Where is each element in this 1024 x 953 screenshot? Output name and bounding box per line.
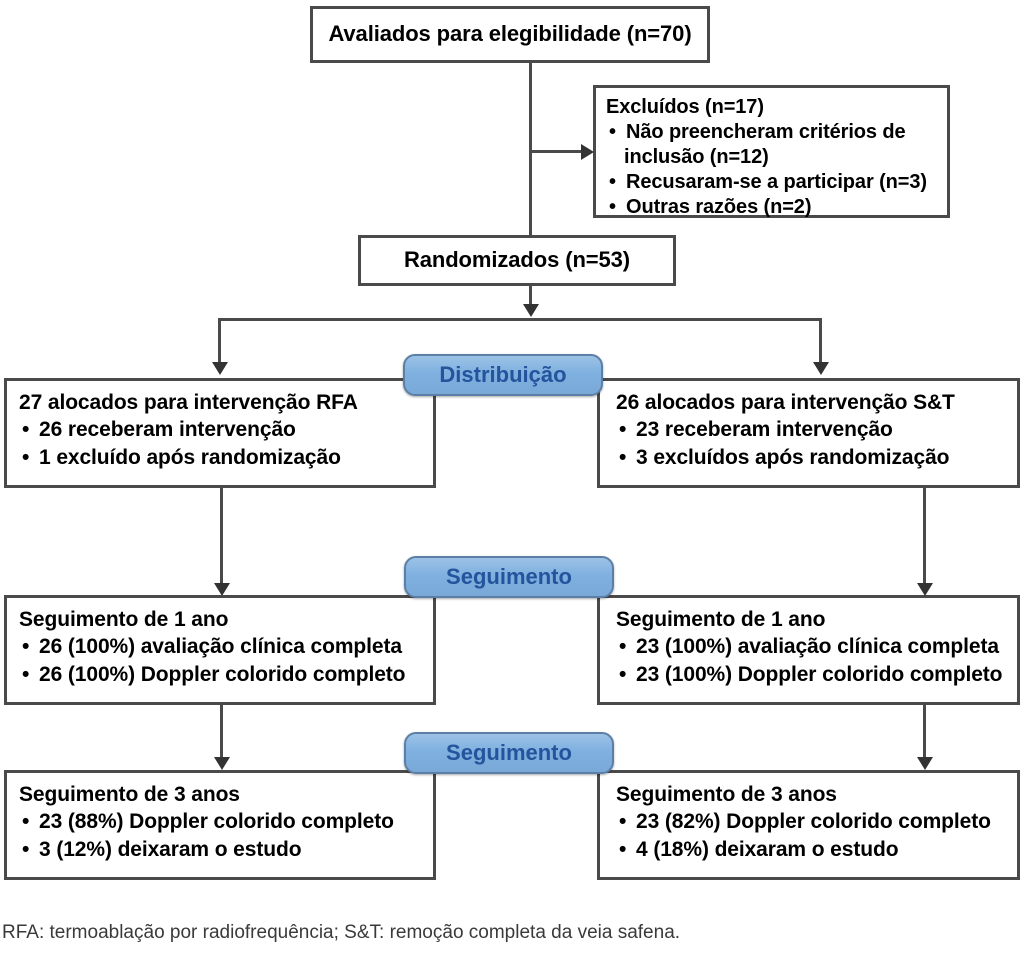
arrow-right-fu1-to-fu3-icon (917, 757, 933, 770)
excluded-reason-list: Não preencheram critérios de inclusão (n… (606, 120, 939, 220)
arrow-left-fu1-to-fu3-icon (214, 757, 230, 770)
excluded-reason-item: Recusaram-se a participar (n=3) (606, 170, 939, 195)
connector-to-excluded (529, 150, 585, 153)
connector-left-fu1-to-fu3 (220, 705, 223, 765)
followup-1year-right-item: 23 (100%) Doppler colorido completo (616, 661, 1009, 689)
connector-left-alloc-to-fu1 (220, 488, 223, 593)
followup-3years-left-item: 23 (88%) Doppler colorido completo (19, 808, 425, 836)
followup-3years-left-title: Seguimento de 3 anos (19, 783, 240, 806)
allocation-right-title: 26 alocados para intervenção S&T (616, 391, 955, 414)
stage-pill-allocation: Distribuição (403, 354, 603, 396)
allocation-box-right: 26 alocados para intervenção S&T 23 rece… (597, 378, 1020, 488)
followup-3years-right-title: Seguimento de 3 anos (616, 783, 837, 806)
connector-randomized-down (529, 286, 532, 311)
excluded-title: Excluídos (n=17) (606, 96, 764, 118)
randomized-box: Randomizados (n=53) (358, 235, 676, 286)
stage-pill-followup-2-label: Seguimento (446, 740, 572, 765)
allocation-right-item: 23 receberam intervenção (616, 416, 1009, 444)
connector-split-right (819, 318, 822, 366)
arrow-right-alloc-to-fu1-icon (917, 583, 933, 596)
followup-1year-right-list: 23 (100%) avaliação clínica completa 23 … (616, 633, 1009, 688)
allocation-right-item: 3 excluídos após randomização (616, 444, 1009, 472)
arrow-split-left-icon (212, 362, 228, 375)
followup-1year-box-left: Seguimento de 1 ano 26 (100%) avaliação … (4, 595, 436, 705)
allocation-box-left: 27 alocados para intervenção RFA 26 rece… (4, 378, 436, 488)
excluded-reason-item: Não preencheram critérios de inclusão (n… (606, 120, 939, 170)
arrow-split-right-icon (813, 362, 829, 375)
followup-3years-right-list: 23 (82%) Doppler colorido completo 4 (18… (616, 808, 1009, 863)
stage-pill-followup-1-label: Seguimento (446, 564, 572, 589)
figure-footnote: RFA: termoablação por radiofrequência; S… (2, 922, 681, 943)
assessed-for-eligibility-label: Avaliados para elegibilidade (n=70) (328, 21, 692, 47)
followup-1year-left-item: 26 (100%) avaliação clínica completa (19, 633, 425, 661)
followup-1year-left-title: Seguimento de 1 ano (19, 608, 229, 631)
randomized-label: Randomizados (n=53) (403, 247, 631, 273)
connector-right-alloc-to-fu1 (923, 488, 926, 593)
assessed-for-eligibility-box: Avaliados para elegibilidade (n=70) (310, 6, 710, 63)
followup-3years-box-left: Seguimento de 3 anos 23 (88%) Doppler co… (4, 770, 436, 880)
stage-pill-allocation-label: Distribuição (439, 362, 567, 387)
arrow-left-alloc-to-fu1-icon (214, 583, 230, 596)
allocation-left-item: 1 excluído após randomização (19, 444, 425, 472)
followup-3years-right-item: 23 (82%) Doppler colorido completo (616, 808, 1009, 836)
allocation-left-item: 26 receberam intervenção (19, 416, 425, 444)
followup-3years-left-item: 3 (12%) deixaram o estudo (19, 836, 425, 864)
excluded-reason-item: Outras razões (n=2) (606, 195, 939, 220)
stage-pill-followup-1: Seguimento (404, 556, 614, 598)
allocation-right-list: 23 receberam intervenção 3 excluídos apó… (616, 416, 1009, 471)
allocation-left-title: 27 alocados para intervenção RFA (19, 391, 358, 414)
followup-1year-left-item: 26 (100%) Doppler colorido completo (19, 661, 425, 689)
followup-1year-right-title: Seguimento de 1 ano (616, 608, 826, 631)
arrow-randomized-down-icon (523, 304, 539, 317)
connector-split-left (218, 318, 221, 366)
followup-3years-right-item: 4 (18%) deixaram o estudo (616, 836, 1009, 864)
stage-pill-followup-2: Seguimento (404, 732, 614, 774)
followup-3years-left-list: 23 (88%) Doppler colorido completo 3 (12… (19, 808, 425, 863)
arrow-to-excluded-icon (581, 144, 594, 160)
followup-3years-box-right: Seguimento de 3 anos 23 (82%) Doppler co… (597, 770, 1020, 880)
followup-1year-box-right: Seguimento de 1 ano 23 (100%) avaliação … (597, 595, 1020, 705)
allocation-split-bar (218, 318, 822, 321)
followup-1year-right-item: 23 (100%) avaliação clínica completa (616, 633, 1009, 661)
excluded-box: Excluídos (n=17) Não preencheram critéri… (593, 85, 950, 220)
followup-1year-left-list: 26 (100%) avaliação clínica completa 26 … (19, 633, 425, 688)
allocation-left-list: 26 receberam intervenção 1 excluído após… (19, 416, 425, 471)
connector-right-fu1-to-fu3 (923, 705, 926, 765)
